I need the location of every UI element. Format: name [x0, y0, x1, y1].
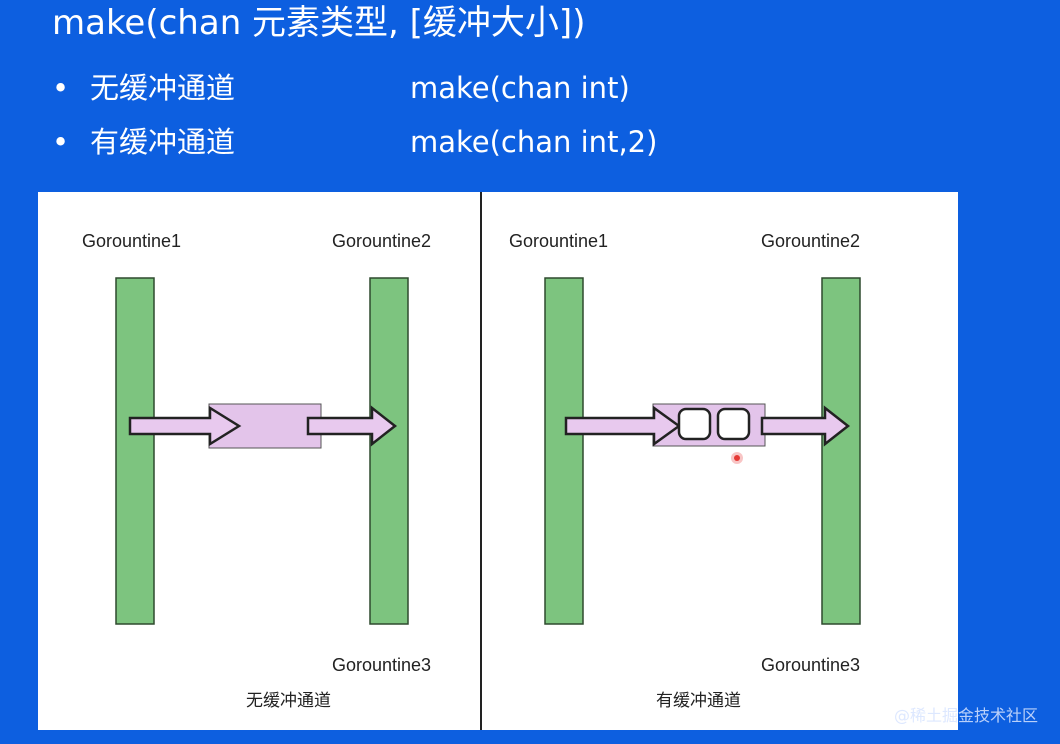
mouse-pointer [734, 455, 740, 461]
goroutine3-label: Gorountine3 [332, 655, 431, 675]
bullet-label: 无缓冲通道 [90, 71, 236, 105]
watermark: @稀土掘金技术社区 [893, 706, 1038, 725]
buffered-caption: 有缓冲通道 [656, 691, 741, 711]
bullet-dot: • [52, 71, 70, 105]
buffer-slot [716, 407, 751, 441]
buffer-slot [677, 407, 712, 441]
goroutine2-bar [821, 277, 861, 625]
slide-title: make(chan 元素类型, [缓冲大小]) [52, 3, 586, 43]
unbuffered-caption: 无缓冲通道 [246, 691, 331, 711]
bullet-label: 有缓冲通道 [90, 125, 236, 159]
unbuffered-diagram: Gorountine1 Gorountine2 Gorountine3 无缓冲通… [82, 231, 431, 711]
bullet-code: make(chan int) [410, 71, 630, 105]
send-arrow [128, 405, 242, 447]
send-arrow [564, 405, 682, 447]
bullet-dot: • [52, 125, 70, 159]
goroutine2-bar [369, 277, 409, 625]
goroutine1-label: Gorountine1 [509, 231, 608, 251]
receive-arrow [306, 405, 398, 447]
goroutine1-bar [544, 277, 584, 625]
goroutine3-label: Gorountine3 [761, 655, 860, 675]
bullet-code: make(chan int,2) [410, 125, 658, 159]
goroutine2-label: Gorountine2 [761, 231, 860, 251]
receive-arrow [760, 405, 851, 447]
channel-diagram: Gorountine1 Gorountine2 Gorountine3 无缓冲通… [82, 192, 861, 730]
buffered-diagram: Gorountine1 Gorountine2 Gorountine3 有缓冲通… [509, 231, 861, 711]
diagram-panel: Gorountine1 Gorountine2 Gorountine3 无缓冲通… [38, 192, 958, 730]
goroutine2-label: Gorountine2 [332, 231, 431, 251]
goroutine1-bar [115, 277, 155, 625]
goroutine1-label: Gorountine1 [82, 231, 181, 251]
